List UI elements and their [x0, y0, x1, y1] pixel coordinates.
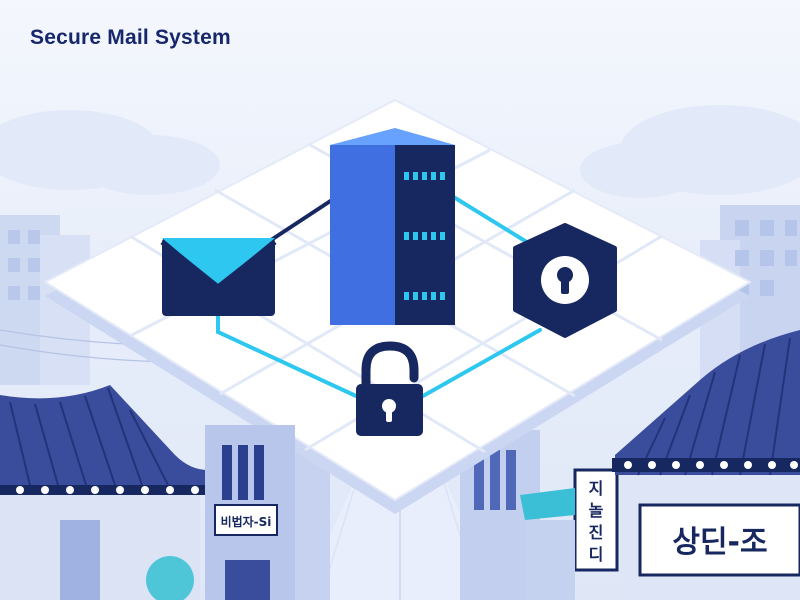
- vertical-sign-char: 디: [589, 545, 604, 564]
- vertical-sign-char: 놀: [589, 501, 604, 520]
- right-shop-sign-text: 상딘-조: [672, 525, 767, 560]
- server-stack-icon: [330, 128, 455, 325]
- vertical-sign: 지 놀 진 디: [573, 468, 619, 572]
- envelope-icon: [160, 238, 277, 316]
- keyhole-hexagon-icon: [513, 223, 617, 338]
- background-buildings-left: [0, 215, 90, 385]
- left-shop-sign: 비법자-Si: [214, 504, 278, 536]
- left-shop-sign-text: 비법자-Si: [221, 514, 272, 529]
- right-shop-sign: 상딘-조: [638, 503, 800, 577]
- server-unit: [330, 128, 455, 205]
- connector-server-keyhole: [450, 194, 532, 246]
- vertical-sign-char: 지: [589, 479, 604, 498]
- vertical-sign-char: 진: [589, 523, 604, 542]
- connector-mail-server: [260, 194, 340, 248]
- connector-mail-padlock: [216, 314, 358, 398]
- background-clouds: [0, 105, 800, 198]
- open-padlock-icon: [356, 341, 423, 436]
- connector-lines: [216, 194, 542, 398]
- connector-padlock-keyhole: [421, 328, 542, 398]
- page-title: Secure Mail System: [30, 26, 231, 49]
- server-unit: [330, 188, 455, 265]
- hanok-building-left: [0, 385, 208, 600]
- teal-awning: [520, 488, 575, 600]
